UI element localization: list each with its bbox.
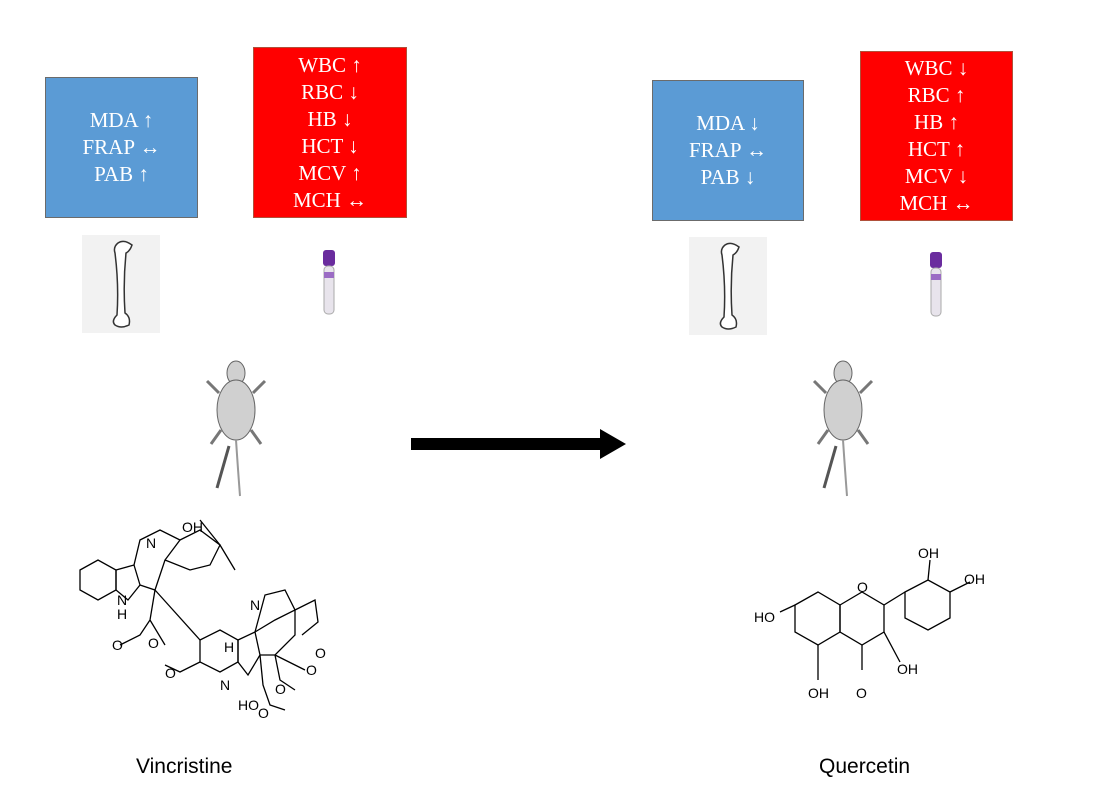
marker: MDA ↓ [696, 111, 760, 135]
marker: WBC ↑ [298, 52, 362, 77]
atom-label: OH [808, 685, 829, 701]
atom-label: O [258, 705, 269, 721]
compound-label-quercetin: Quercetin [819, 755, 911, 778]
rat-icon [812, 360, 874, 497]
blood-parameters-box-right: WBC ↓ RBC ↑ HB ↑ HCT ↑ MCV ↓ MCH ↔ [860, 51, 1013, 221]
marker: MCH ↔ [292, 187, 368, 212]
arrow-right-icon [411, 429, 626, 459]
vincristine-structure: OH N N H N H N O HO O O O O O O [79, 519, 326, 721]
atom-label: OH [182, 519, 203, 535]
atom-label: N [250, 597, 260, 613]
atom-label: O [315, 645, 326, 661]
bone-icon [689, 237, 767, 335]
blood-tube-icon [930, 252, 942, 317]
marker: MCH ↔ [899, 191, 974, 215]
atom-label: OH [964, 571, 985, 587]
blood-parameters-box-left: WBC ↑ RBC ↓ HB ↓ HCT ↓ MCV ↑ MCH ↔ [253, 47, 407, 218]
marker: RBC ↑ [907, 83, 966, 107]
atom-label: H [117, 606, 127, 622]
rat-icon [205, 360, 267, 497]
syringe-icon [822, 445, 838, 489]
marker: FRAP ↔ [688, 138, 767, 162]
atom-label: O [856, 685, 867, 701]
atom-label: O [148, 635, 159, 651]
marker: HCT ↓ [301, 133, 359, 158]
marker: WBC ↓ [904, 56, 969, 80]
bone-icon [82, 235, 160, 333]
atom-label: O [112, 637, 123, 653]
marker: HB ↓ [307, 106, 353, 131]
atom-label: N [117, 592, 127, 608]
atom-label: O [306, 662, 317, 678]
blood-tube-icon [323, 250, 335, 315]
atom-label: HO [754, 609, 775, 625]
quercetin-structure: OH OH HO OH OH O O [754, 545, 985, 701]
marker: PAB ↑ [94, 162, 149, 186]
compound-label-vincristine: Vincristine [136, 755, 233, 778]
atom-label: OH [918, 545, 939, 561]
oxidative-stress-box-right: MDA ↓ FRAP ↔ PAB ↓ [652, 80, 804, 221]
marker: MCV ↓ [904, 164, 969, 188]
marker: FRAP ↔ [82, 135, 161, 159]
syringe-icon [215, 445, 231, 489]
atom-label: N [146, 535, 156, 551]
atom-label: O [275, 681, 286, 697]
atom-label: H [224, 639, 234, 655]
atom-label: N [220, 677, 230, 693]
marker: MDA ↑ [89, 108, 154, 132]
oxidative-stress-box-left: MDA ↑ FRAP ↔ PAB ↑ [45, 77, 198, 218]
marker: RBC ↓ [301, 79, 359, 104]
atom-label: OH [897, 661, 918, 677]
marker: HB ↑ [914, 110, 959, 134]
atom-label: HO [238, 697, 259, 713]
marker: MCV ↑ [298, 160, 362, 185]
marker: HCT ↑ [907, 137, 966, 161]
atom-label: O [165, 665, 176, 681]
marker: PAB ↓ [700, 165, 756, 189]
atom-label: O [857, 579, 868, 595]
